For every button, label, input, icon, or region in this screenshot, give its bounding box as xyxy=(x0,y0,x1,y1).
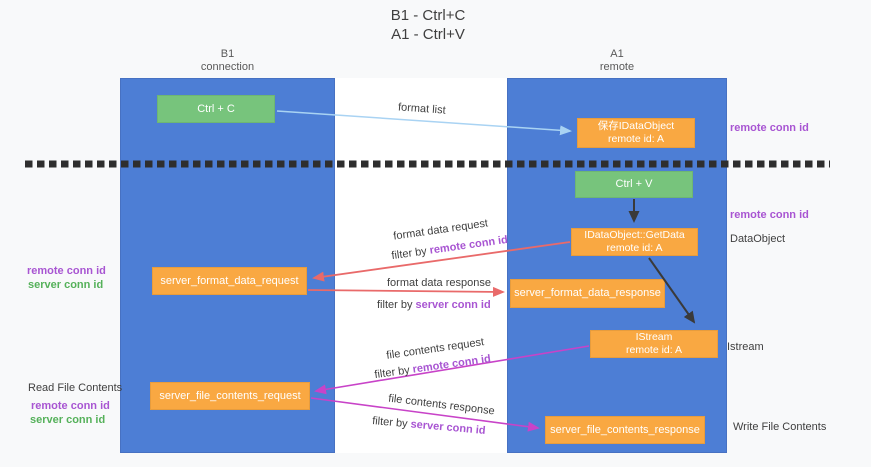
column-a1-name: A1 xyxy=(610,48,624,60)
server-file-contents-response-box: server_file_contents_response xyxy=(545,416,705,444)
format-data-response-label: format data response xyxy=(387,277,491,289)
column-a1-subtitle: remote xyxy=(599,61,635,73)
format-remote-conn-id-annotation: remote conn id xyxy=(27,265,106,277)
write-file-contents-annotation: Write File Contents xyxy=(733,421,827,433)
server-format-data-response-box: server_format_data_response xyxy=(510,279,665,308)
column-b1-subtitle: connection xyxy=(200,61,255,73)
istream-line2: remote id: A xyxy=(625,344,683,356)
diagram-title: B1 - Ctrl+C A1 - Ctrl+V xyxy=(338,6,518,44)
column-header-a1: A1 remote xyxy=(507,48,727,74)
save-idataobject-line1: 保存IDataObject xyxy=(597,120,675,132)
column-b1-name: B1 xyxy=(220,48,235,60)
server-file-contents-request-box: server_file_contents_request xyxy=(150,382,310,410)
file-remote-conn-id-annotation: remote conn id xyxy=(31,400,110,412)
save-idataobject-line2: remote id: A xyxy=(607,133,665,145)
format-data-response-filter-label: filter by server conn id xyxy=(377,299,491,311)
istream-box: IStream remote id: A xyxy=(590,330,718,358)
filter-by-text: filter by xyxy=(377,299,416,311)
title-line-1: B1 - Ctrl+C xyxy=(390,7,466,24)
istream-line1: IStream xyxy=(635,331,673,343)
read-file-contents-annotation: Read File Contents xyxy=(28,382,123,394)
ctrl-v-label: Ctrl + V xyxy=(615,178,653,190)
file-server-conn-id-annotation: server conn id xyxy=(30,414,106,426)
title-line-2: A1 - Ctrl+V xyxy=(391,26,465,43)
dataobject-annotation: DataObject xyxy=(730,233,786,245)
getdata-line1: IDataObject::GetData xyxy=(584,229,685,241)
format-server-conn-id-annotation: server conn id xyxy=(28,279,104,291)
getdata-line2: remote id: A xyxy=(606,242,663,254)
ctrl-c-label: Ctrl + C xyxy=(197,102,235,115)
remote-conn-id-annotation-top: remote conn id xyxy=(730,122,809,134)
save-idataobject-box: 保存IDataObject remote id: A xyxy=(577,118,695,148)
ctrl-v-box: Ctrl + V xyxy=(575,171,693,198)
server-file-contents-response-label: server_file_contents_response xyxy=(550,423,700,436)
server-format-data-request-label: server_format_data_request xyxy=(160,274,299,287)
column-header-b1: B1 connection xyxy=(120,48,335,74)
istream-annotation: Istream xyxy=(727,341,764,353)
server-file-contents-request-label: server_file_contents_request xyxy=(159,389,301,402)
remote-conn-id-annotation-ctrl-v: remote conn id xyxy=(730,209,809,221)
server-format-data-response-label: server_format_data_response xyxy=(514,287,661,299)
idataobject-getdata-box: IDataObject::GetData remote id: A xyxy=(571,228,698,256)
server-format-data-request-box: server_format_data_request xyxy=(152,267,307,295)
ctrl-c-box: Ctrl + C xyxy=(157,95,275,123)
server-conn-id-key: server conn id xyxy=(415,299,491,311)
